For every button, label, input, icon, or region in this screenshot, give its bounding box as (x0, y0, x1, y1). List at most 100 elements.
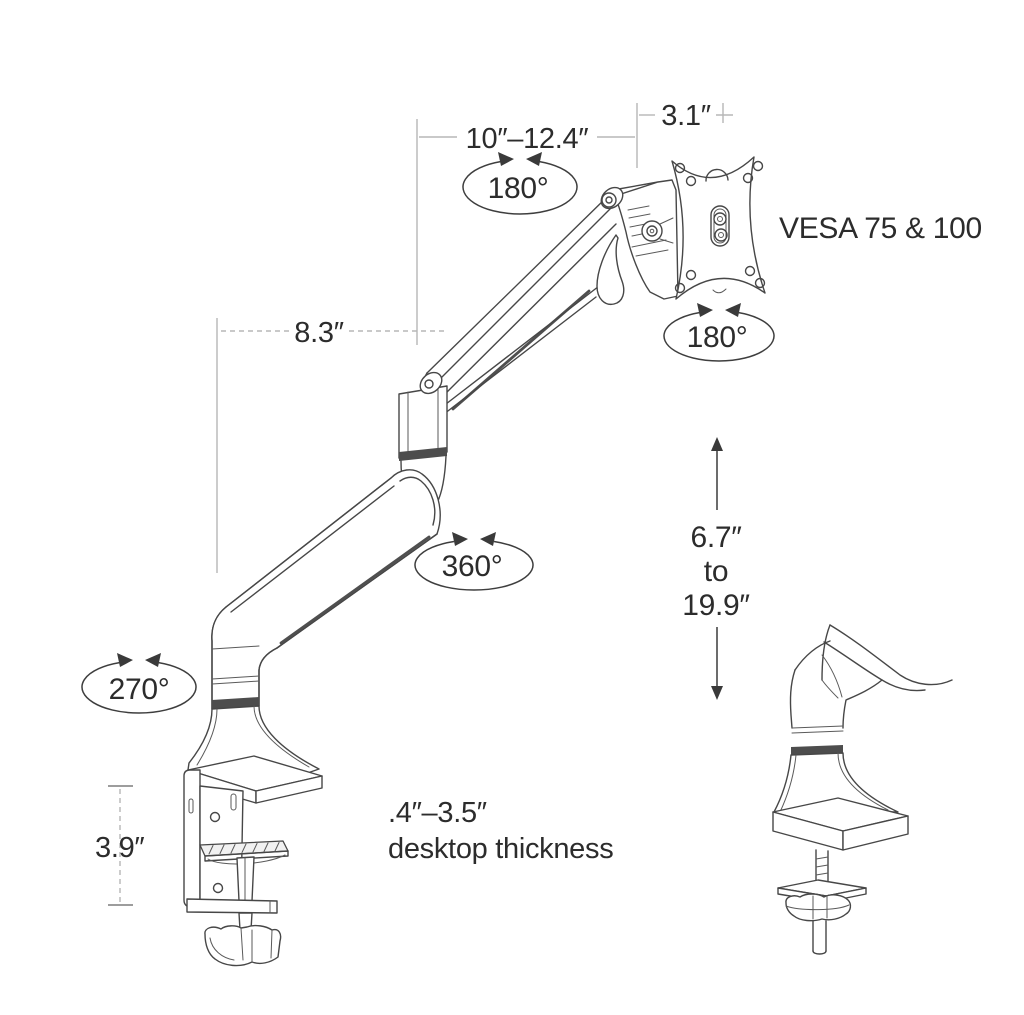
side-arm-stub-top (829, 624, 953, 686)
vesa-hole-100-br (754, 277, 766, 289)
pole-skirt-inner-left (196, 708, 218, 766)
desk-thickness-caption-label: desktop thickness (388, 833, 613, 865)
vesa-compatibility-note: VESA 75 & 100 (779, 212, 982, 245)
clamp-bottom-bar (186, 898, 278, 914)
tilt-knob-cone-bottom (659, 238, 674, 244)
rotation-oval-head (663, 311, 775, 362)
vesa-center-slot-inner (713, 208, 727, 244)
desk-clamp (183, 755, 323, 967)
side-base-plate-right (842, 815, 909, 851)
vesa-hole-100-tr (752, 160, 764, 172)
dim-arm-extension: 10″–12.4″ (416, 103, 638, 345)
pole-joint-line (211, 645, 260, 650)
clamp-knob-ridge-1 (240, 927, 244, 961)
side-neck-inner-1 (821, 654, 843, 698)
dim-lower-arm: 8.3″ (216, 317, 446, 573)
lower-arm-endcap (211, 469, 441, 710)
side-rod-thread-3 (815, 872, 829, 876)
rotation-arrow-right (526, 152, 542, 166)
clamp-hole-lower (212, 882, 224, 894)
elbow-dark-band (399, 447, 447, 461)
dim-arm-extension-label: 10″–12.4″ (466, 123, 589, 155)
rotation-oval-base (81, 661, 197, 714)
lower-arm-shadow-line (279, 535, 431, 645)
vesa-plate-body (671, 156, 766, 300)
desk-thickness-note: .4″–3.5″ desktop thickness (388, 797, 614, 865)
clamp-pad-hatch (208, 842, 280, 855)
side-skirt-inner-left (779, 754, 797, 813)
vesa-center-slot (710, 205, 730, 247)
grommet-base-side-view (772, 624, 953, 955)
rotation-arrow-right (725, 303, 741, 317)
rotation-annotation-arm-top: 180° (462, 152, 578, 215)
rotation-arrow-right (480, 532, 496, 546)
dim-clamp-height-label: 3.9″ (95, 832, 144, 864)
height-min-label: 6.7″ (690, 521, 742, 554)
vesa-slot-knob-top-pin (717, 216, 723, 222)
rotation-elbow-label: 360° (442, 550, 503, 583)
upper-arm-top-edge (426, 196, 608, 374)
tilt-knob-outer (641, 220, 663, 242)
lower-arm-bend-inner (258, 647, 278, 707)
vesa-hole-75-tl (685, 175, 697, 187)
tilt-knob-center (649, 228, 655, 234)
vesa-slot-knob-bottom (714, 228, 728, 242)
rotation-arrow-left (452, 532, 468, 546)
clamp-knob-ridge-3 (270, 929, 273, 959)
vesa-compatibility-label: VESA 75 & 100 (779, 212, 982, 245)
rotation-annotation-head: 180° (663, 303, 775, 362)
side-collar-line-1 (791, 725, 844, 729)
dim-lower-arm-label: 8.3″ (294, 317, 343, 349)
cable-guide-hook (596, 234, 625, 306)
dim-head-depth: 3.1″ (639, 100, 733, 132)
side-collar-line-2 (791, 730, 844, 734)
rotation-base-label: 270° (109, 673, 170, 706)
upper-arm-edge-2 (433, 207, 612, 386)
height-connector-label: to (704, 555, 728, 588)
vesa-hole-100-bl (674, 282, 686, 294)
desk-thickness-range-label: .4″–3.5″ (388, 797, 487, 829)
clamp-back-slot (188, 798, 194, 814)
rotation-arrow-right (145, 653, 161, 667)
head-pivot-ring (601, 192, 617, 208)
lower-arm-top-edge (225, 477, 392, 608)
pole-collar-line-1 (211, 675, 260, 680)
lower-arm-cap-inner (399, 476, 436, 526)
vesa-bottom-tab (712, 288, 727, 294)
clamp-knob (204, 924, 282, 967)
vesa-top-tab (705, 168, 729, 182)
side-wing-knob-mid (785, 904, 850, 911)
head-pivot-pin (605, 196, 613, 204)
upper-arm (422, 196, 617, 439)
height-arrow-down-head (711, 686, 723, 700)
side-wing-knob (785, 893, 852, 922)
pole-skirt-inner-right (253, 705, 310, 768)
rotation-arm-top-label: 180° (488, 172, 549, 205)
clamp-pad-front (204, 850, 289, 862)
pole-dark-band (212, 697, 259, 709)
monitor-mount-head (596, 179, 679, 306)
clamp-hole-upper (209, 811, 221, 823)
clamp-back-plate (183, 769, 201, 908)
lower-arm (187, 469, 441, 792)
elbow-block (398, 385, 448, 459)
rotation-head-label: 180° (687, 321, 748, 354)
head-bracket-ring-2 (628, 213, 651, 219)
vesa-hole-75-tr (742, 172, 754, 184)
side-rod-tail-cap (812, 950, 827, 955)
pole-collar-line-2 (211, 680, 260, 685)
rotation-annotation-base: 270° (81, 653, 197, 714)
side-neck-left (789, 669, 796, 729)
elbow-cylinder-right (436, 455, 447, 504)
side-arm-cut-edge (821, 624, 831, 681)
vesa-plate (671, 156, 766, 300)
upper-arm-underside-edge (443, 296, 597, 415)
rotation-oval-elbow (414, 540, 534, 591)
rotation-arrow-left (697, 303, 713, 317)
upper-arm-edge-3 (441, 223, 617, 398)
clamp-knob-bottom (209, 937, 235, 961)
head-bracket-step-1 (631, 239, 667, 248)
head-bracket-step-2 (635, 249, 669, 257)
